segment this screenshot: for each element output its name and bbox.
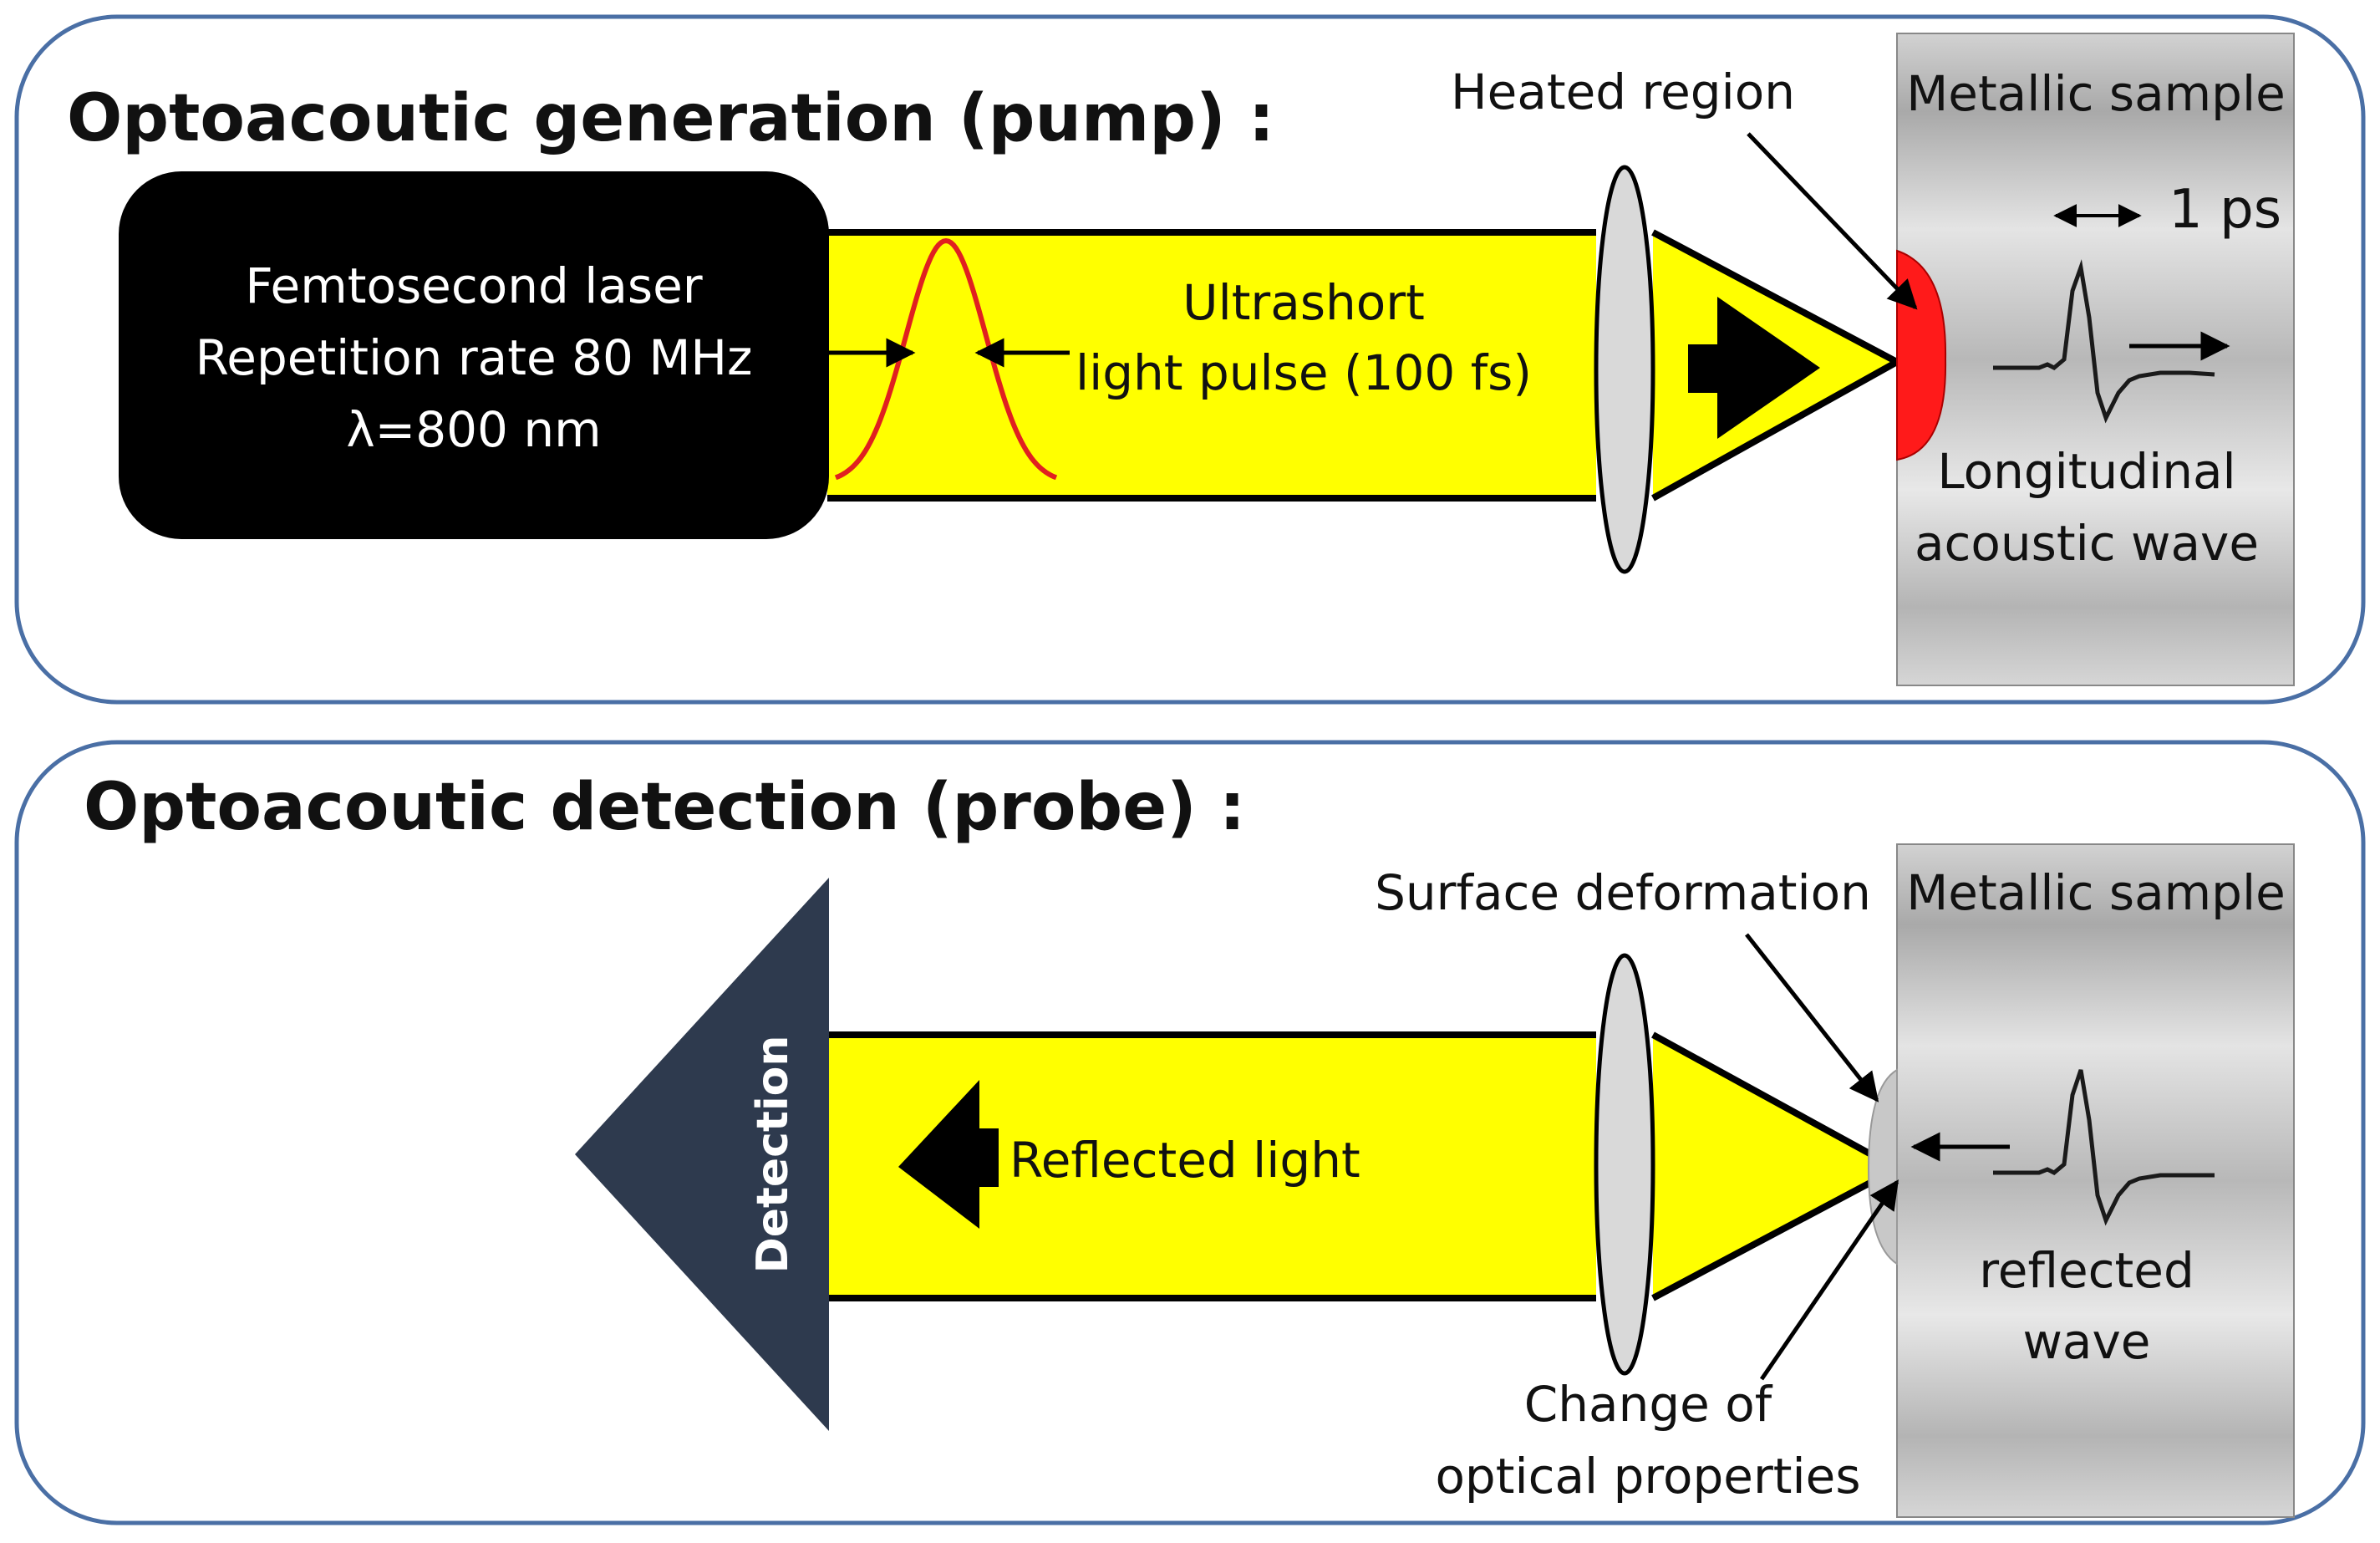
pump-direction-arrow (1688, 297, 1820, 439)
acoustic-wave-label-line2: acoustic wave (1915, 515, 2259, 572)
pump-panel-title: Optoacoutic generation (pump) : (67, 81, 1274, 156)
pump-lens (1594, 165, 1655, 574)
probe-sample-label: Metallic sample (1906, 864, 2286, 921)
optical-change-label-line1: Change of (1524, 1376, 1773, 1433)
acoustic-wave-label-line1: Longitudinal (1937, 443, 2235, 500)
optical-change-pointer (1759, 1179, 1899, 1381)
probe-focus-cone (1653, 1035, 1897, 1298)
acoustic-waveform (1993, 259, 2215, 424)
pulse-label-line1: Ultrashort (1182, 274, 1425, 331)
reflected-direction-arrow (898, 1080, 999, 1229)
gaussian-pulse-curve (834, 237, 1058, 481)
surface-deformation-pointer (1745, 933, 1879, 1103)
pump-beam (827, 232, 1596, 498)
pump-cone-lower-edge (1651, 359, 1899, 502)
laser-source-box (119, 171, 829, 539)
probe-lens (1594, 953, 1655, 1376)
probe-cone-upper-edge (1651, 1031, 1899, 1172)
reflected-wave-label-line1: reflected (1979, 1242, 2194, 1299)
laser-label-line3: λ=800 nm (346, 401, 601, 458)
laser-label-line2: Repetition rate 80 MHz (196, 329, 753, 386)
detector-label: Detection (748, 1036, 798, 1274)
time-scale-label: 1 ps (2169, 179, 2281, 241)
detector-shape (575, 878, 829, 1431)
pulse-label-line2: light pulse (100 fs) (1076, 344, 1532, 401)
probe-cone-lower-edge (1651, 1165, 1899, 1301)
pump-sample-label: Metallic sample (1906, 65, 2286, 122)
heated-region-pointer (1747, 132, 1918, 310)
reflected-light-label: Reflected light (1009, 1132, 1360, 1189)
optical-change-label-line2: optical properties (1435, 1448, 1860, 1505)
heated-region-label: Heated region (1451, 64, 1795, 120)
laser-label-line1: Femtosecond laser (245, 257, 702, 314)
surface-deformation-label: Surface deformation (1375, 864, 1871, 921)
reflected-wave-label-line2: wave (2023, 1313, 2151, 1370)
reflected-waveform (1993, 1069, 2215, 1226)
probe-panel: Optoacoutic detection (probe) : Detectio… (14, 740, 2366, 1525)
pump-panel: Optoacoutic generation (pump) : Femtosec… (14, 14, 2366, 705)
pump-cone-upper-edge (1651, 229, 1899, 365)
probe-panel-title: Optoacoutic detection (probe) : (84, 770, 1245, 845)
